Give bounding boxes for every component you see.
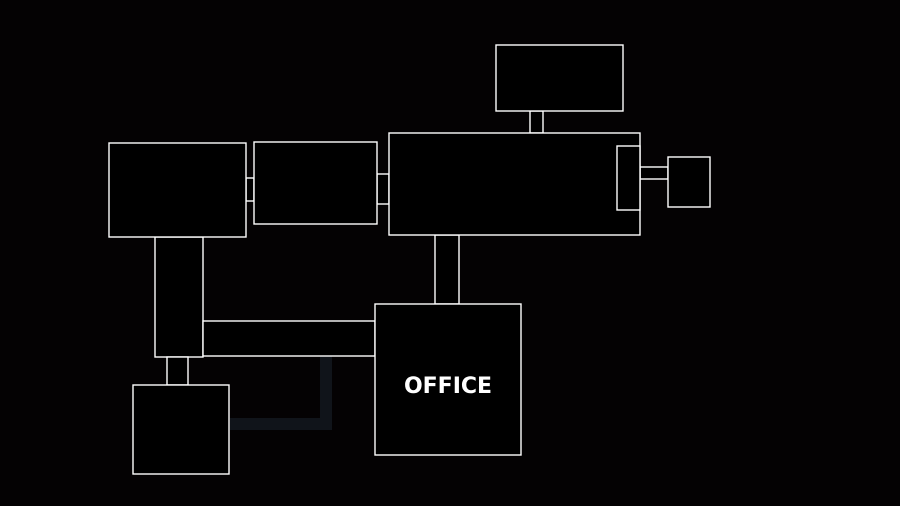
- room-southwest[interactable]: [132, 384, 230, 475]
- rooms: [108, 44, 711, 475]
- room-main-alcove[interactable]: [616, 145, 641, 211]
- office-label: OFFICE: [404, 374, 492, 399]
- corridor-east-link: [639, 166, 669, 180]
- room-west[interactable]: [108, 142, 247, 238]
- room-office[interactable]: [374, 303, 522, 456]
- hallway-west-vertical[interactable]: [154, 236, 204, 358]
- room-main[interactable]: [388, 132, 641, 236]
- hallway-south-horizontal[interactable]: [202, 320, 376, 357]
- corridor-west-link: [245, 177, 255, 202]
- room-center[interactable]: [253, 141, 378, 225]
- room-east[interactable]: [667, 156, 711, 208]
- corridor-southwest-link: [166, 356, 189, 386]
- room-top[interactable]: [495, 44, 624, 112]
- vent-duct-south: [230, 356, 332, 430]
- corridor-center-link: [376, 173, 390, 205]
- hallway-office-north[interactable]: [434, 234, 460, 305]
- corridor-top-room-link: [529, 110, 544, 134]
